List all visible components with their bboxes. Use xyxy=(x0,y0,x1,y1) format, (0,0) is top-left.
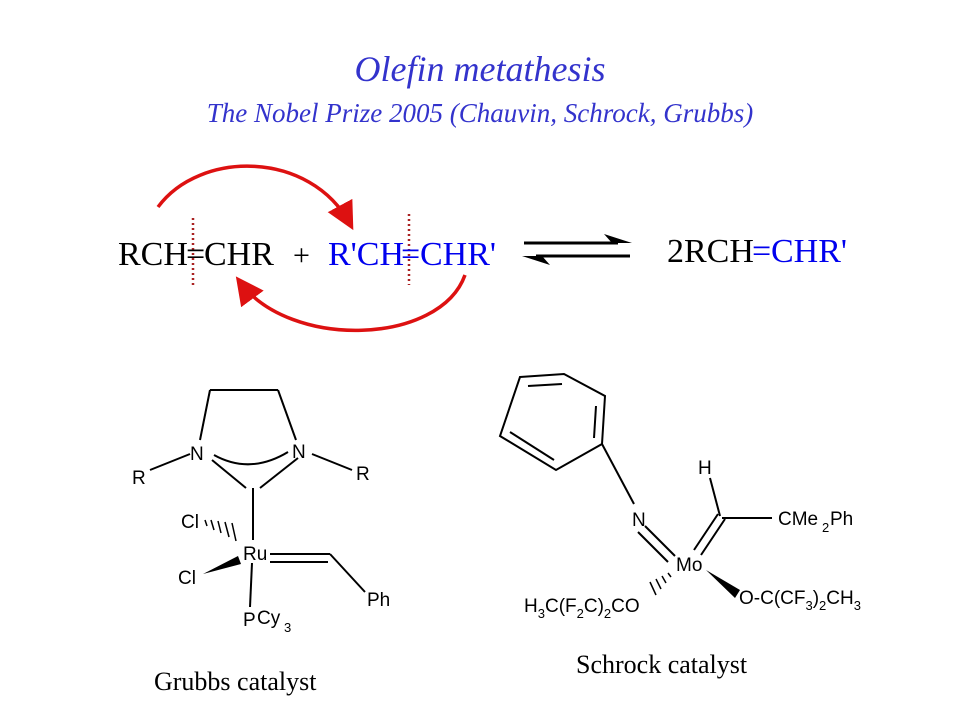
schrock-hashed-bond xyxy=(649,572,672,596)
reactant-1-right: CHR xyxy=(204,236,274,273)
grubbs-hashed-bond xyxy=(204,519,237,542)
grubbs-wedge-bond xyxy=(203,556,241,574)
bottom-curved-arrow xyxy=(235,274,467,332)
grubbs-Ph: Ph xyxy=(367,590,390,611)
schrock-N: N xyxy=(632,510,646,531)
schrock-CMe-Ph: Ph xyxy=(830,509,853,530)
grubbs-Ru: Ru xyxy=(243,544,267,565)
grubbs-P: P xyxy=(243,610,256,631)
slide-title: Olefin metathesis xyxy=(354,49,606,89)
grubbs-N-left: N xyxy=(190,444,204,465)
product-double-bond: = xyxy=(752,233,771,270)
schrock-left-alkoxide: H3C(F2C)2CO xyxy=(524,596,640,621)
grubbs-R-right: R xyxy=(356,464,370,485)
reactant-2-double-bond: = xyxy=(401,236,420,273)
schrock-Mo: Mo xyxy=(676,555,702,576)
grubbs-Cy: Cy xyxy=(257,608,281,629)
reactant-2-right: CHR' xyxy=(420,236,496,273)
slide-subtitle: The Nobel Prize 2005 (Chauvin, Schrock, … xyxy=(206,98,754,128)
schrock-right-alkoxide: O-C(CF3)2CH3 xyxy=(739,588,861,613)
reactant-1-double-bond: = xyxy=(186,236,205,273)
reactant-1-left: RCH xyxy=(118,236,188,273)
product-left: 2RCH xyxy=(667,233,754,270)
schrock-caption: Schrock catalyst xyxy=(576,650,748,679)
equilibrium-arrow xyxy=(522,234,632,265)
reactant-2-left: R'CH xyxy=(328,236,404,273)
grubbs-N-right: N xyxy=(292,442,306,463)
schrock-H-top: H xyxy=(698,458,712,479)
grubbs-catalyst-structure xyxy=(149,389,366,608)
plus-sign: + xyxy=(293,239,310,272)
top-curved-arrow xyxy=(156,164,354,231)
schrock-catalyst-structure xyxy=(498,372,772,563)
grubbs-Cl-bottom: Cl xyxy=(178,568,196,589)
product-right: CHR' xyxy=(771,233,847,270)
grubbs-R-left: R xyxy=(132,468,146,489)
grubbs-Cy-subscript: 3 xyxy=(284,620,291,635)
grubbs-Cl-top: Cl xyxy=(181,512,199,533)
grubbs-caption: Grubbs catalyst xyxy=(154,667,317,696)
reaction-equation: RCH = CHR + R'CH = CHR' 2RCH = CHR' xyxy=(118,164,847,332)
schrock-wedge-bond xyxy=(706,570,740,598)
schrock-CMe: CMe xyxy=(778,509,818,530)
schrock-CMe-subscript: 2 xyxy=(822,520,829,535)
